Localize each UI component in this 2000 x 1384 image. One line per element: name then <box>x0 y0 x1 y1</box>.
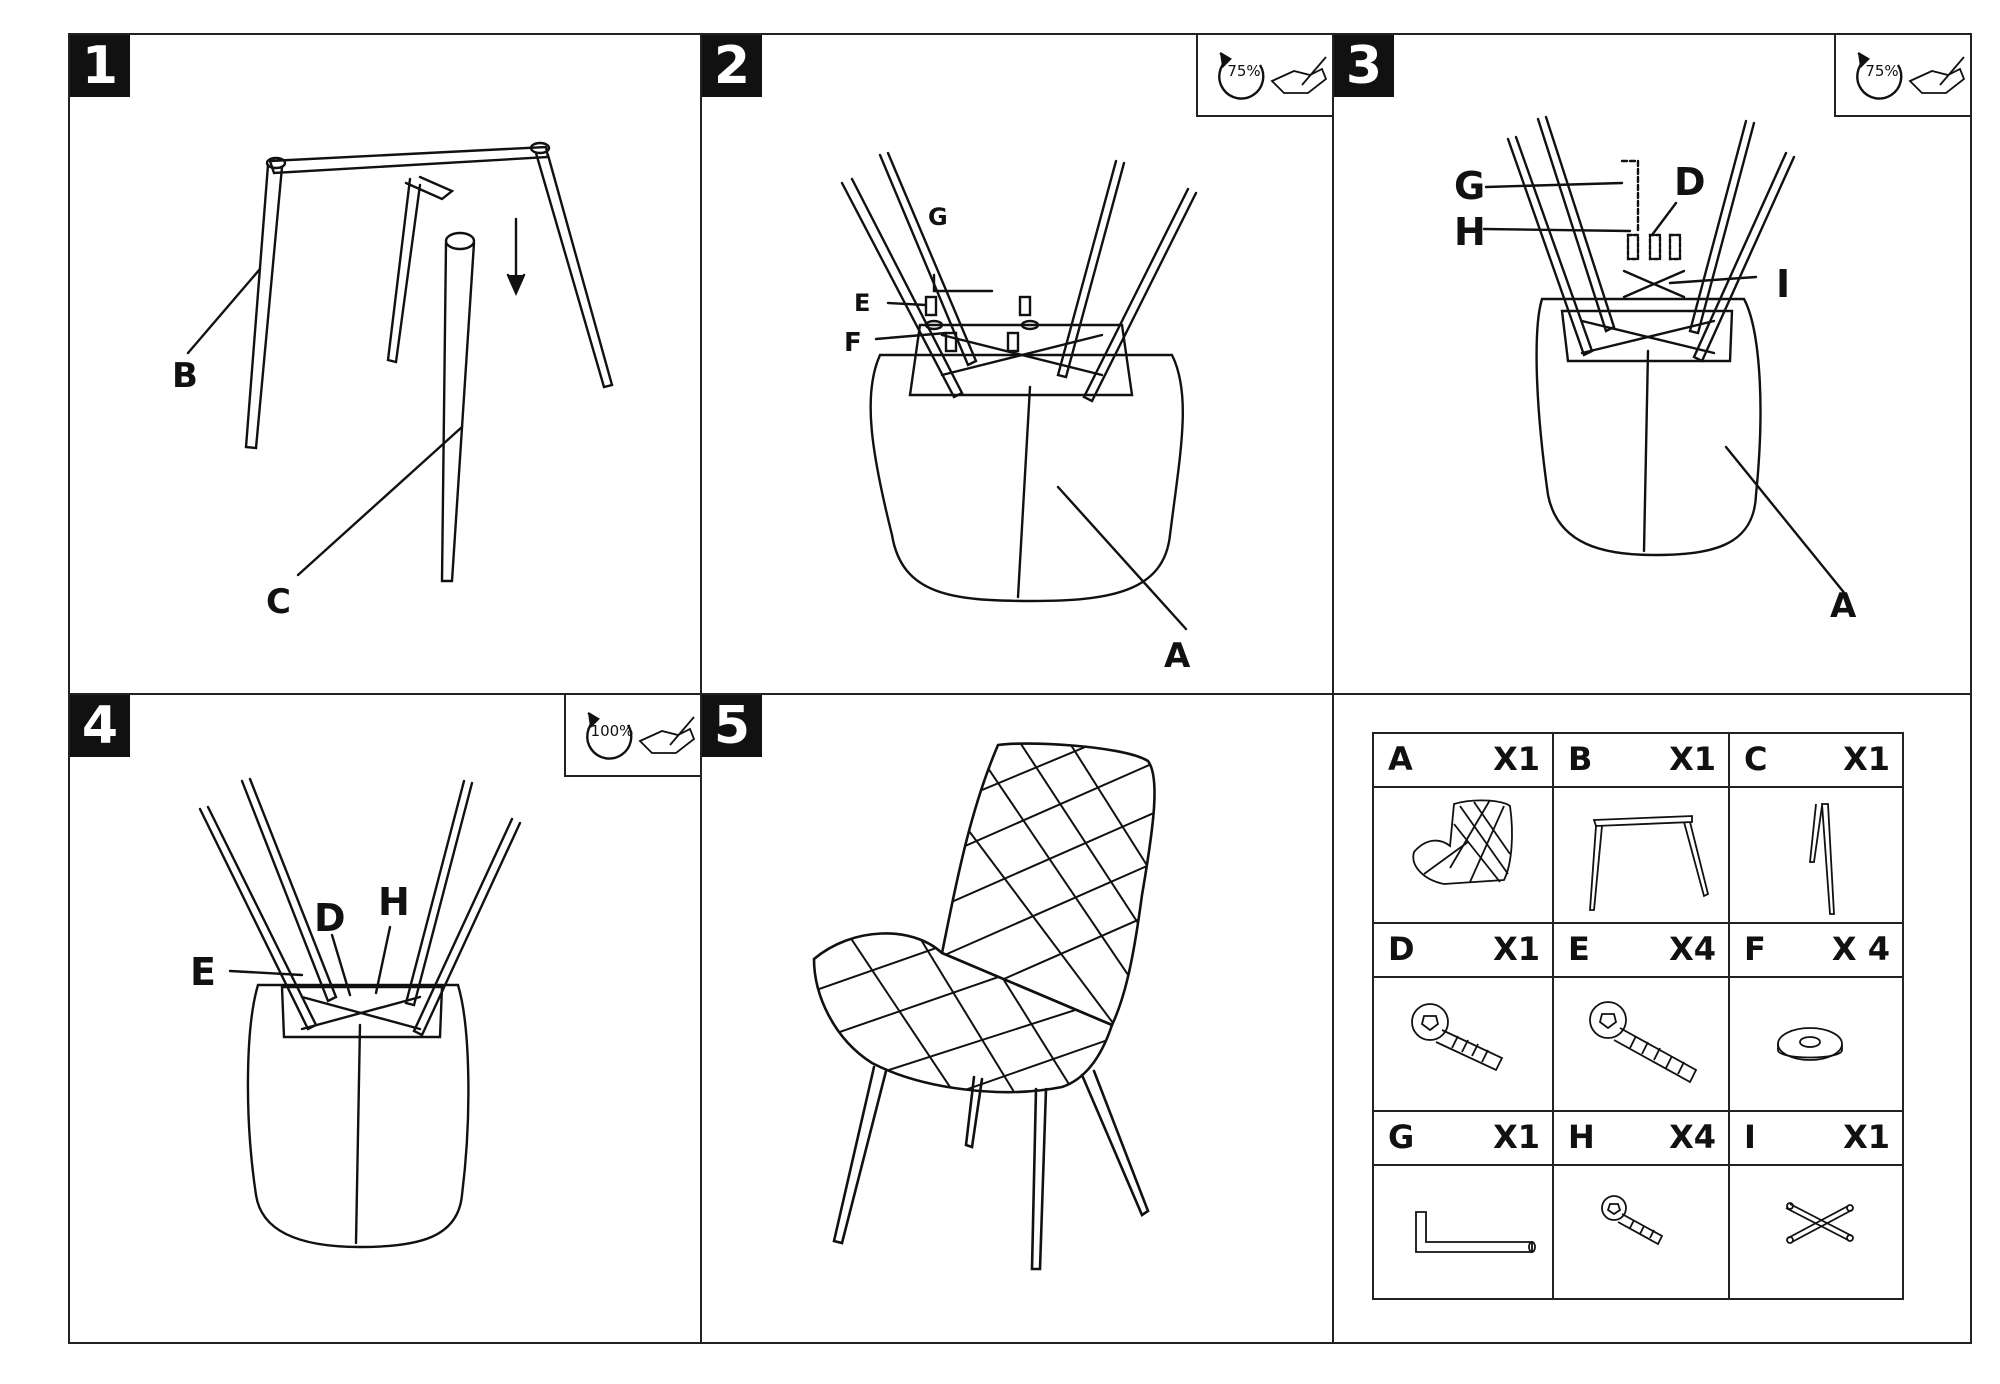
step-1-illustration: B C <box>172 141 614 622</box>
step-2-label-a: A <box>1164 636 1191 676</box>
step-1-panel: 1 <box>68 33 702 695</box>
step-2-rotation-box: 75% <box>1196 35 1332 117</box>
step-3-label-g: G <box>1454 164 1485 208</box>
step-4-label-e: E <box>190 950 216 994</box>
step-4-rotation-box: 100% <box>564 695 700 777</box>
step-1-label-b: B <box>172 356 198 396</box>
part-qty: X1 <box>1669 740 1716 778</box>
part-letter: C <box>1744 740 1768 778</box>
short-bolt-icon <box>1601 1195 1664 1246</box>
step-2-panel: 2 75% <box>700 33 1334 695</box>
step-2-rotation-percent: 75% <box>1227 62 1261 80</box>
step-3-label-h: H <box>1454 210 1486 254</box>
part-qty: X1 <box>1493 930 1540 968</box>
step-2-label-e: E <box>854 289 870 317</box>
step-2-label-g: G <box>928 203 948 231</box>
step-5-chair-illustration <box>812 742 1156 1271</box>
rotate-arrow-icon <box>1218 51 1328 100</box>
part-letter: I <box>1744 1118 1756 1156</box>
seat-shell-icon <box>1412 799 1513 885</box>
rotate-arrow-icon <box>586 711 696 760</box>
part-letter: D <box>1388 930 1415 968</box>
step-3-label-i: I <box>1776 262 1790 306</box>
part-qty: X4 <box>1669 1118 1716 1156</box>
part-cell-g: G X1 <box>1372 1110 1554 1300</box>
parts-table: A X1 B X1 C X1 <box>1372 732 1904 1300</box>
step-3-illustration: G D H I A <box>1454 115 1857 626</box>
step-3-label-a: A <box>1830 586 1857 626</box>
step-4-illustration: D H E <box>190 777 522 1249</box>
part-letter: F <box>1744 930 1766 968</box>
step-3-label-d: D <box>1674 160 1706 204</box>
rotate-arrow-icon <box>1856 51 1966 100</box>
step-3-rotation-percent: 75% <box>1865 62 1899 80</box>
part-cell-d: D X1 <box>1372 922 1554 1112</box>
step-4-label-d: D <box>314 896 346 940</box>
part-qty: X 4 <box>1831 930 1890 968</box>
part-qty: X1 <box>1843 1118 1890 1156</box>
part-cell-a: A X1 <box>1372 732 1554 924</box>
rear-leg-icon <box>1809 803 1835 915</box>
step-4-label-h: H <box>378 880 410 924</box>
step-5-number: 5 <box>702 695 762 757</box>
part-cell-b: B X1 <box>1552 732 1730 924</box>
front-leg-frame-icon <box>1589 815 1710 911</box>
step-4-rotation-percent: 100% <box>590 722 634 740</box>
part-cell-f: F X 4 <box>1728 922 1904 1112</box>
step-1-label-c: C <box>266 582 291 622</box>
step-2-label-f: F <box>844 328 862 358</box>
part-letter: B <box>1568 740 1593 778</box>
allen-key-icon <box>1415 1211 1536 1253</box>
part-cell-i: I X1 <box>1728 1110 1904 1300</box>
part-letter: E <box>1568 930 1590 968</box>
part-letter: A <box>1388 740 1413 778</box>
part-qty: X1 <box>1493 1118 1540 1156</box>
part-letter: H <box>1568 1118 1595 1156</box>
step-2-illustration: G E F A <box>840 151 1198 676</box>
step-4-number: 4 <box>70 695 130 757</box>
step-1-number: 1 <box>70 35 130 97</box>
long-bolt-icon <box>1411 1003 1504 1072</box>
part-cell-c: C X1 <box>1728 732 1904 924</box>
part-qty: X1 <box>1843 740 1890 778</box>
washer-icon <box>1777 1027 1843 1061</box>
part-qty: X4 <box>1669 930 1716 968</box>
step-5-panel: 5 <box>700 693 1334 1344</box>
step-2-number: 2 <box>702 35 762 97</box>
hand-with-allen-key-icon <box>1270 56 1328 94</box>
step-3-rotation-box: 75% <box>1834 35 1970 117</box>
part-cell-h: H X4 <box>1552 1110 1730 1300</box>
part-cell-e: E X4 <box>1552 922 1730 1112</box>
hand-with-allen-key-icon <box>638 716 696 754</box>
hand-with-allen-key-icon <box>1908 56 1966 94</box>
step-4-panel: 4 100% <box>68 693 702 1344</box>
part-qty: X1 <box>1493 740 1540 778</box>
step-3-number: 3 <box>1334 35 1394 97</box>
bolt-icon <box>1589 1001 1698 1084</box>
part-letter: G <box>1388 1118 1415 1156</box>
step-3-panel: 3 75% <box>1332 33 1972 695</box>
cross-bracket-icon <box>1785 1202 1854 1244</box>
